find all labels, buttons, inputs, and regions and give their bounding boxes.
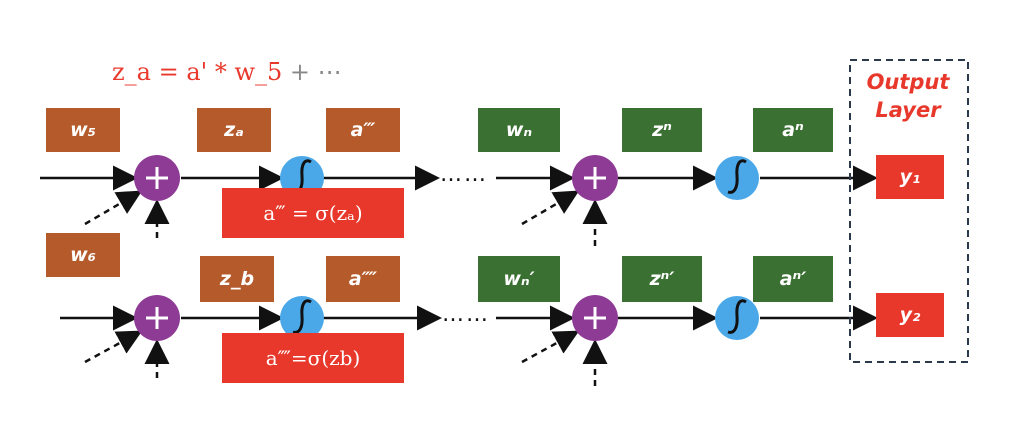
integral-sigmoid-icon xyxy=(715,296,759,340)
zn-prime-box: zⁿ′ xyxy=(622,256,702,302)
dashed-diag-sum2 xyxy=(84,330,143,364)
dashed-diag-sum3 xyxy=(521,190,580,226)
integral-sigmoid-icon xyxy=(715,156,759,200)
dashed-diag-sum4 xyxy=(521,330,580,364)
weight-wn-box: wₙ xyxy=(478,108,560,152)
weight-wn-prime-box: wₙ′ xyxy=(478,256,560,302)
plus-node-icon xyxy=(134,295,180,341)
activation-a4-box: a⁗ xyxy=(326,256,400,302)
ellipsis-row1: …… xyxy=(440,162,488,187)
output-layer-title-line1: Output xyxy=(866,70,950,94)
output-y2-box: y₂ xyxy=(876,293,944,337)
output-layer-title: Output Layer xyxy=(852,68,964,124)
an-box: aⁿ xyxy=(753,108,833,152)
output-y1-box: y₁ xyxy=(876,155,944,199)
top-equation-rest: + ⋯ xyxy=(282,58,342,86)
dashed-diag-sum1 xyxy=(84,190,143,226)
top-equation-main: z_a = a' * w_5 xyxy=(112,58,283,86)
an-prime-box: aⁿ′ xyxy=(753,256,833,302)
weight-w6-box: w₆ xyxy=(46,233,120,277)
zb-box: z_b xyxy=(200,256,274,302)
output-layer-title-line2: Layer xyxy=(875,98,941,122)
zn-box: zⁿ xyxy=(622,108,702,152)
plus-node-icon xyxy=(572,155,618,201)
za-box: zₐ xyxy=(197,108,271,152)
top-equation: z_a = a' * w_5 + ⋯ xyxy=(112,58,342,86)
equation-a3-box: a‴ = σ(zₐ) xyxy=(222,188,404,238)
output-layer-frame xyxy=(849,59,969,363)
plus-node-icon xyxy=(572,295,618,341)
activation-a3-box: a‴ xyxy=(326,108,400,152)
plus-node-icon xyxy=(134,155,180,201)
integral-sigmoid-icon xyxy=(280,296,324,340)
ellipsis-row2: …… xyxy=(442,302,490,327)
weight-w5-box: w₅ xyxy=(46,108,120,152)
equation-a4-box: a⁗=σ(zb) xyxy=(222,333,404,383)
